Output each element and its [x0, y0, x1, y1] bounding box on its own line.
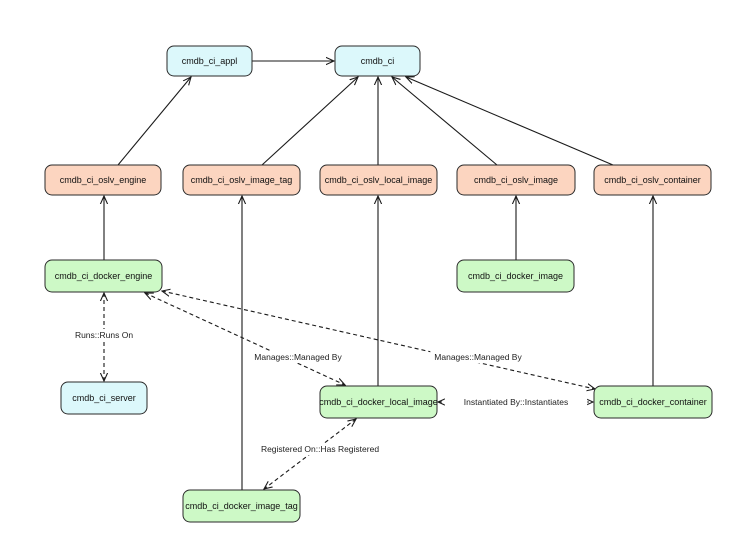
node-cmdb_ci_docker_local_image[interactable]: cmdb_ci_docker_local_image — [319, 385, 438, 419]
edge-label-background — [430, 351, 526, 363]
node-cmdb_ci[interactable]: cmdb_ci — [334, 45, 421, 77]
node-cmdb_ci_oslv_local_image[interactable]: cmdb_ci_oslv_local_image — [319, 164, 438, 196]
edge-label: Instantiated By::Instantiates — [464, 397, 568, 407]
node-cmdb_ci_oslv_image_tag[interactable]: cmdb_ci_oslv_image_tag — [182, 164, 301, 196]
node-box — [182, 489, 301, 523]
edge-label-background — [70, 329, 138, 341]
node-box — [319, 164, 438, 196]
node-cmdb_ci_docker_engine[interactable]: cmdb_ci_docker_engine — [44, 259, 163, 293]
node-label: cmdb_ci_oslv_container — [604, 175, 701, 185]
node-cmdb_ci_docker_container[interactable]: cmdb_ci_docker_container — [593, 385, 713, 419]
edge-label: Manages::Managed By — [434, 352, 522, 362]
node-label: cmdb_ci_server — [72, 393, 136, 403]
node-label: cmdb_ci_oslv_local_image — [325, 175, 433, 185]
node-label: cmdb_ci_docker_local_image — [319, 397, 438, 407]
node-cmdb_ci_oslv_engine[interactable]: cmdb_ci_oslv_engine — [44, 164, 162, 196]
node-box — [166, 45, 253, 77]
edge-cmdb_ci_docker_engine-to-cmdb_ci_docker_local_image — [145, 293, 345, 385]
node-label: cmdb_ci_docker_engine — [55, 271, 153, 281]
edge-label: Manages::Managed By — [254, 352, 342, 362]
node-box — [456, 164, 576, 196]
edge-label: Runs::Runs On — [75, 330, 133, 340]
edge-cmdb_ci_oslv_image-to-cmdb_ci — [392, 77, 498, 166]
node-cmdb_ci_appl[interactable]: cmdb_ci_appl — [166, 45, 253, 77]
node-cmdb_ci_oslv_container[interactable]: cmdb_ci_oslv_container — [593, 164, 712, 196]
node-label: cmdb_ci_appl — [182, 56, 238, 66]
edge-cmdb_ci_oslv_image_tag-to-cmdb_ci — [261, 77, 358, 166]
node-label: cmdb_ci_docker_image — [468, 271, 563, 281]
node-label: cmdb_ci_oslv_image — [474, 175, 558, 185]
node-box — [44, 164, 162, 196]
node-box — [182, 164, 301, 196]
edge-cmdb_ci_docker_engine-to-cmdb_ci_docker_container — [162, 291, 595, 389]
edge-cmdb_ci_oslv_container-to-cmdb_ci — [406, 77, 614, 166]
node-box — [334, 45, 421, 77]
edge-cmdb_ci_oslv_engine-to-cmdb_ci_appl — [117, 77, 191, 166]
node-box — [319, 385, 438, 419]
node-cmdb_ci_server[interactable]: cmdb_ci_server — [60, 381, 148, 415]
node-label: cmdb_ci — [361, 56, 395, 66]
node-box — [456, 259, 575, 293]
node-cmdb_ci_docker_image[interactable]: cmdb_ci_docker_image — [456, 259, 575, 293]
edge-label-background — [250, 351, 346, 363]
node-box — [60, 381, 148, 415]
edge-label: Registered On::Has Registered — [261, 444, 379, 454]
node-cmdb_ci_docker_image_tag[interactable]: cmdb_ci_docker_image_tag — [182, 489, 301, 523]
node-label: cmdb_ci_docker_image_tag — [185, 501, 298, 511]
node-box — [44, 259, 163, 293]
edge-label-background — [248, 443, 392, 455]
edge-label-background — [444, 396, 588, 408]
node-cmdb_ci_oslv_image[interactable]: cmdb_ci_oslv_image — [456, 164, 576, 196]
node-label: cmdb_ci_oslv_engine — [60, 175, 147, 185]
node-box — [593, 385, 713, 419]
node-box — [593, 164, 712, 196]
node-label: cmdb_ci_docker_container — [599, 397, 707, 407]
node-label: cmdb_ci_oslv_image_tag — [191, 175, 293, 185]
